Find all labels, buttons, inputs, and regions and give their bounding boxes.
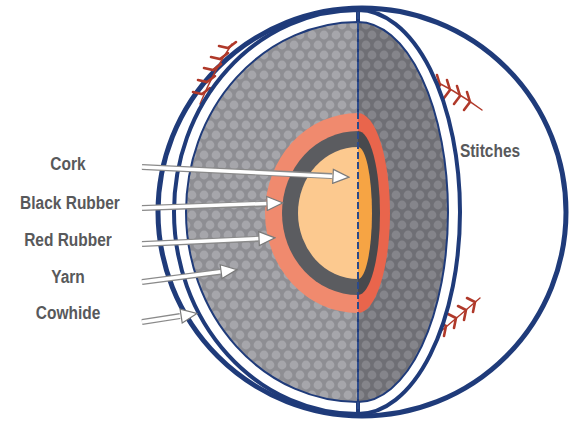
part-label: Yarn (4, 266, 133, 288)
leader-arrow (142, 238, 272, 244)
part-label: Black Rubber (6, 192, 135, 214)
black-rubber-right (358, 131, 380, 295)
yarn-face-right (358, 22, 448, 402)
cork-right (358, 147, 372, 279)
part-label: Cowhide (4, 302, 133, 324)
red-rubber-right (358, 113, 390, 313)
part-label: Stitches (426, 140, 555, 162)
black-rubber-left (282, 131, 358, 295)
leader-arrow (142, 167, 346, 177)
part-label: Red Rubber (4, 229, 133, 251)
red-rubber-left (265, 113, 358, 313)
leader-arrow (142, 314, 194, 322)
leader-arrow (142, 270, 234, 282)
ball-outline (158, 8, 566, 416)
cowhide-right (358, 10, 460, 414)
leader-arrow (142, 203, 280, 208)
cut-line (357, 12, 359, 412)
part-label: Cork (4, 153, 133, 175)
cowhide-left (174, 10, 358, 414)
leader-arrows (142, 167, 346, 322)
cork-left (298, 147, 358, 279)
yarn-face-left (186, 22, 358, 402)
